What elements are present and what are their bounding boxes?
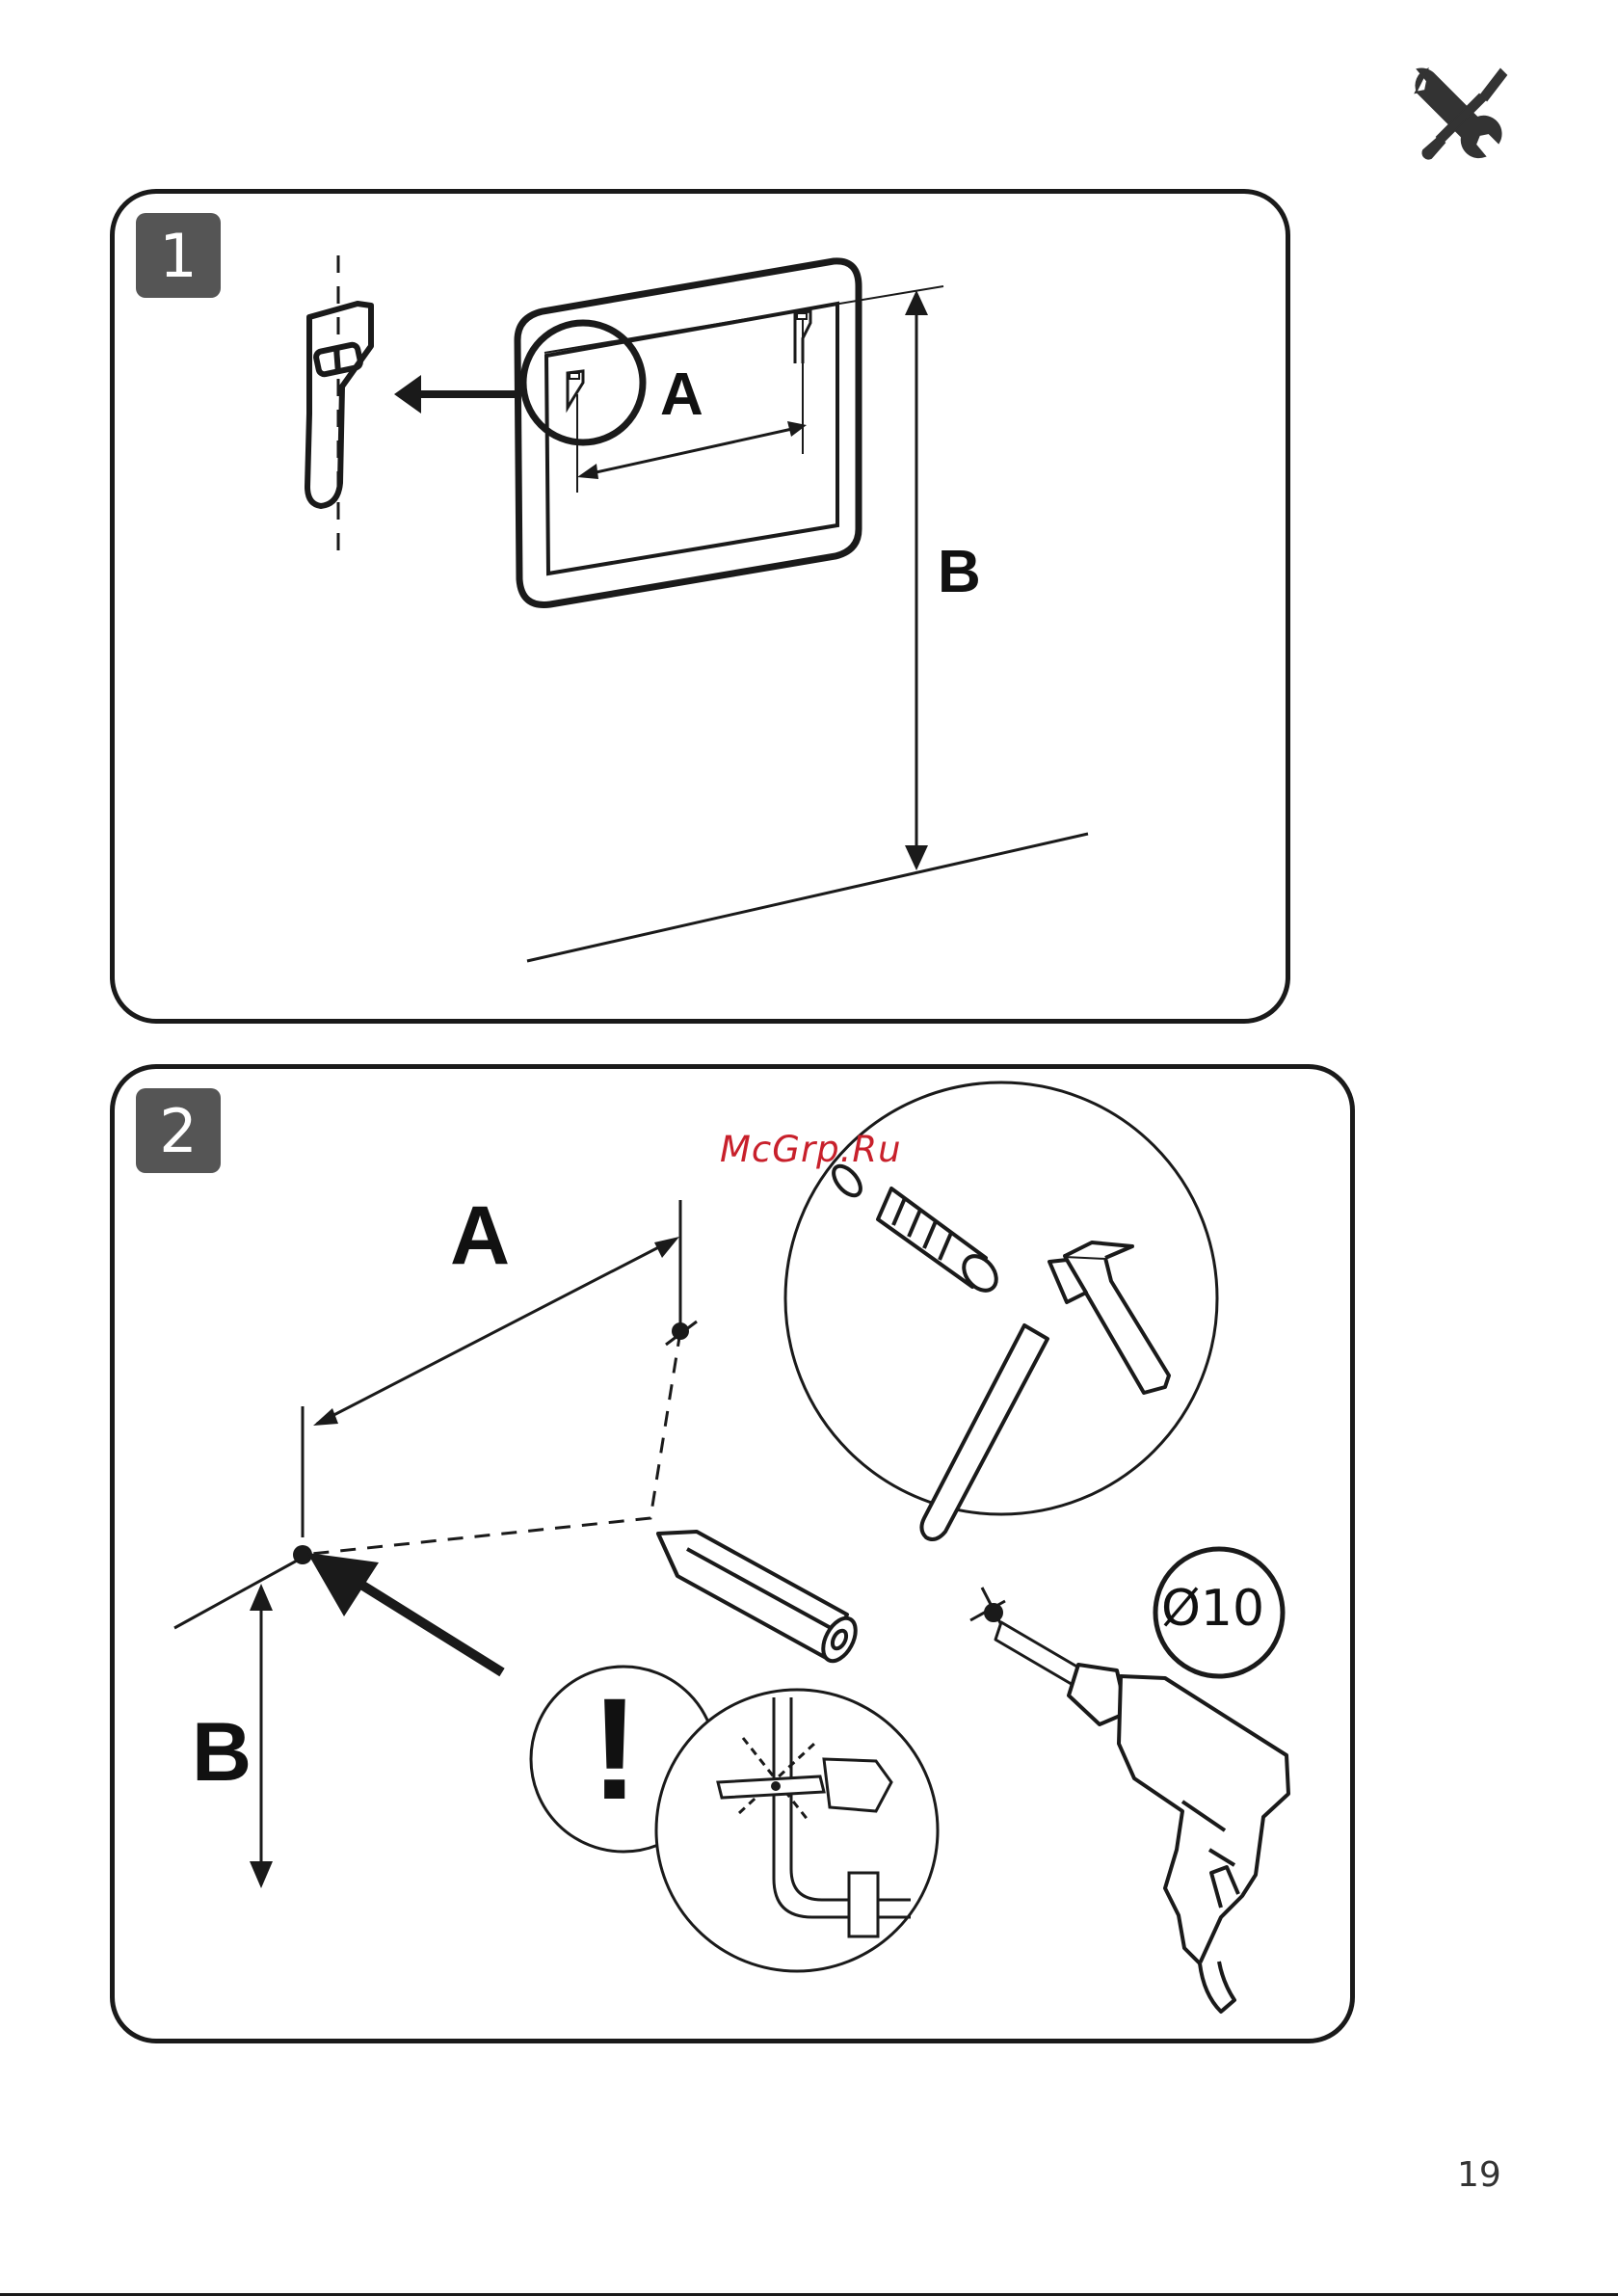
step-2-label-b: B	[192, 1711, 252, 1794]
step-1-panel: 1	[110, 189, 1290, 1024]
step-2-panel: 2	[110, 1064, 1355, 2043]
watermark: McGrp.Ru	[720, 1129, 902, 1170]
step-2-label-a: A	[450, 1194, 510, 1277]
mirror-frame-icon	[517, 261, 943, 605]
step-1-label-b: B	[938, 543, 981, 602]
arrow-left-icon	[394, 375, 517, 414]
tools-icon	[1412, 66, 1510, 162]
step-2-drill-diameter: Ø10	[1161, 1580, 1264, 1638]
pencil-icon	[658, 1532, 862, 1667]
warning-pipes-icon	[656, 1690, 938, 1971]
step-1-illustration	[115, 194, 1286, 1019]
step-2-warning-mark: !	[591, 1676, 639, 1821]
page-number: 19	[1457, 2155, 1501, 2195]
step-1-label-a: A	[660, 365, 703, 425]
step-2-illustration	[115, 1069, 1350, 2039]
